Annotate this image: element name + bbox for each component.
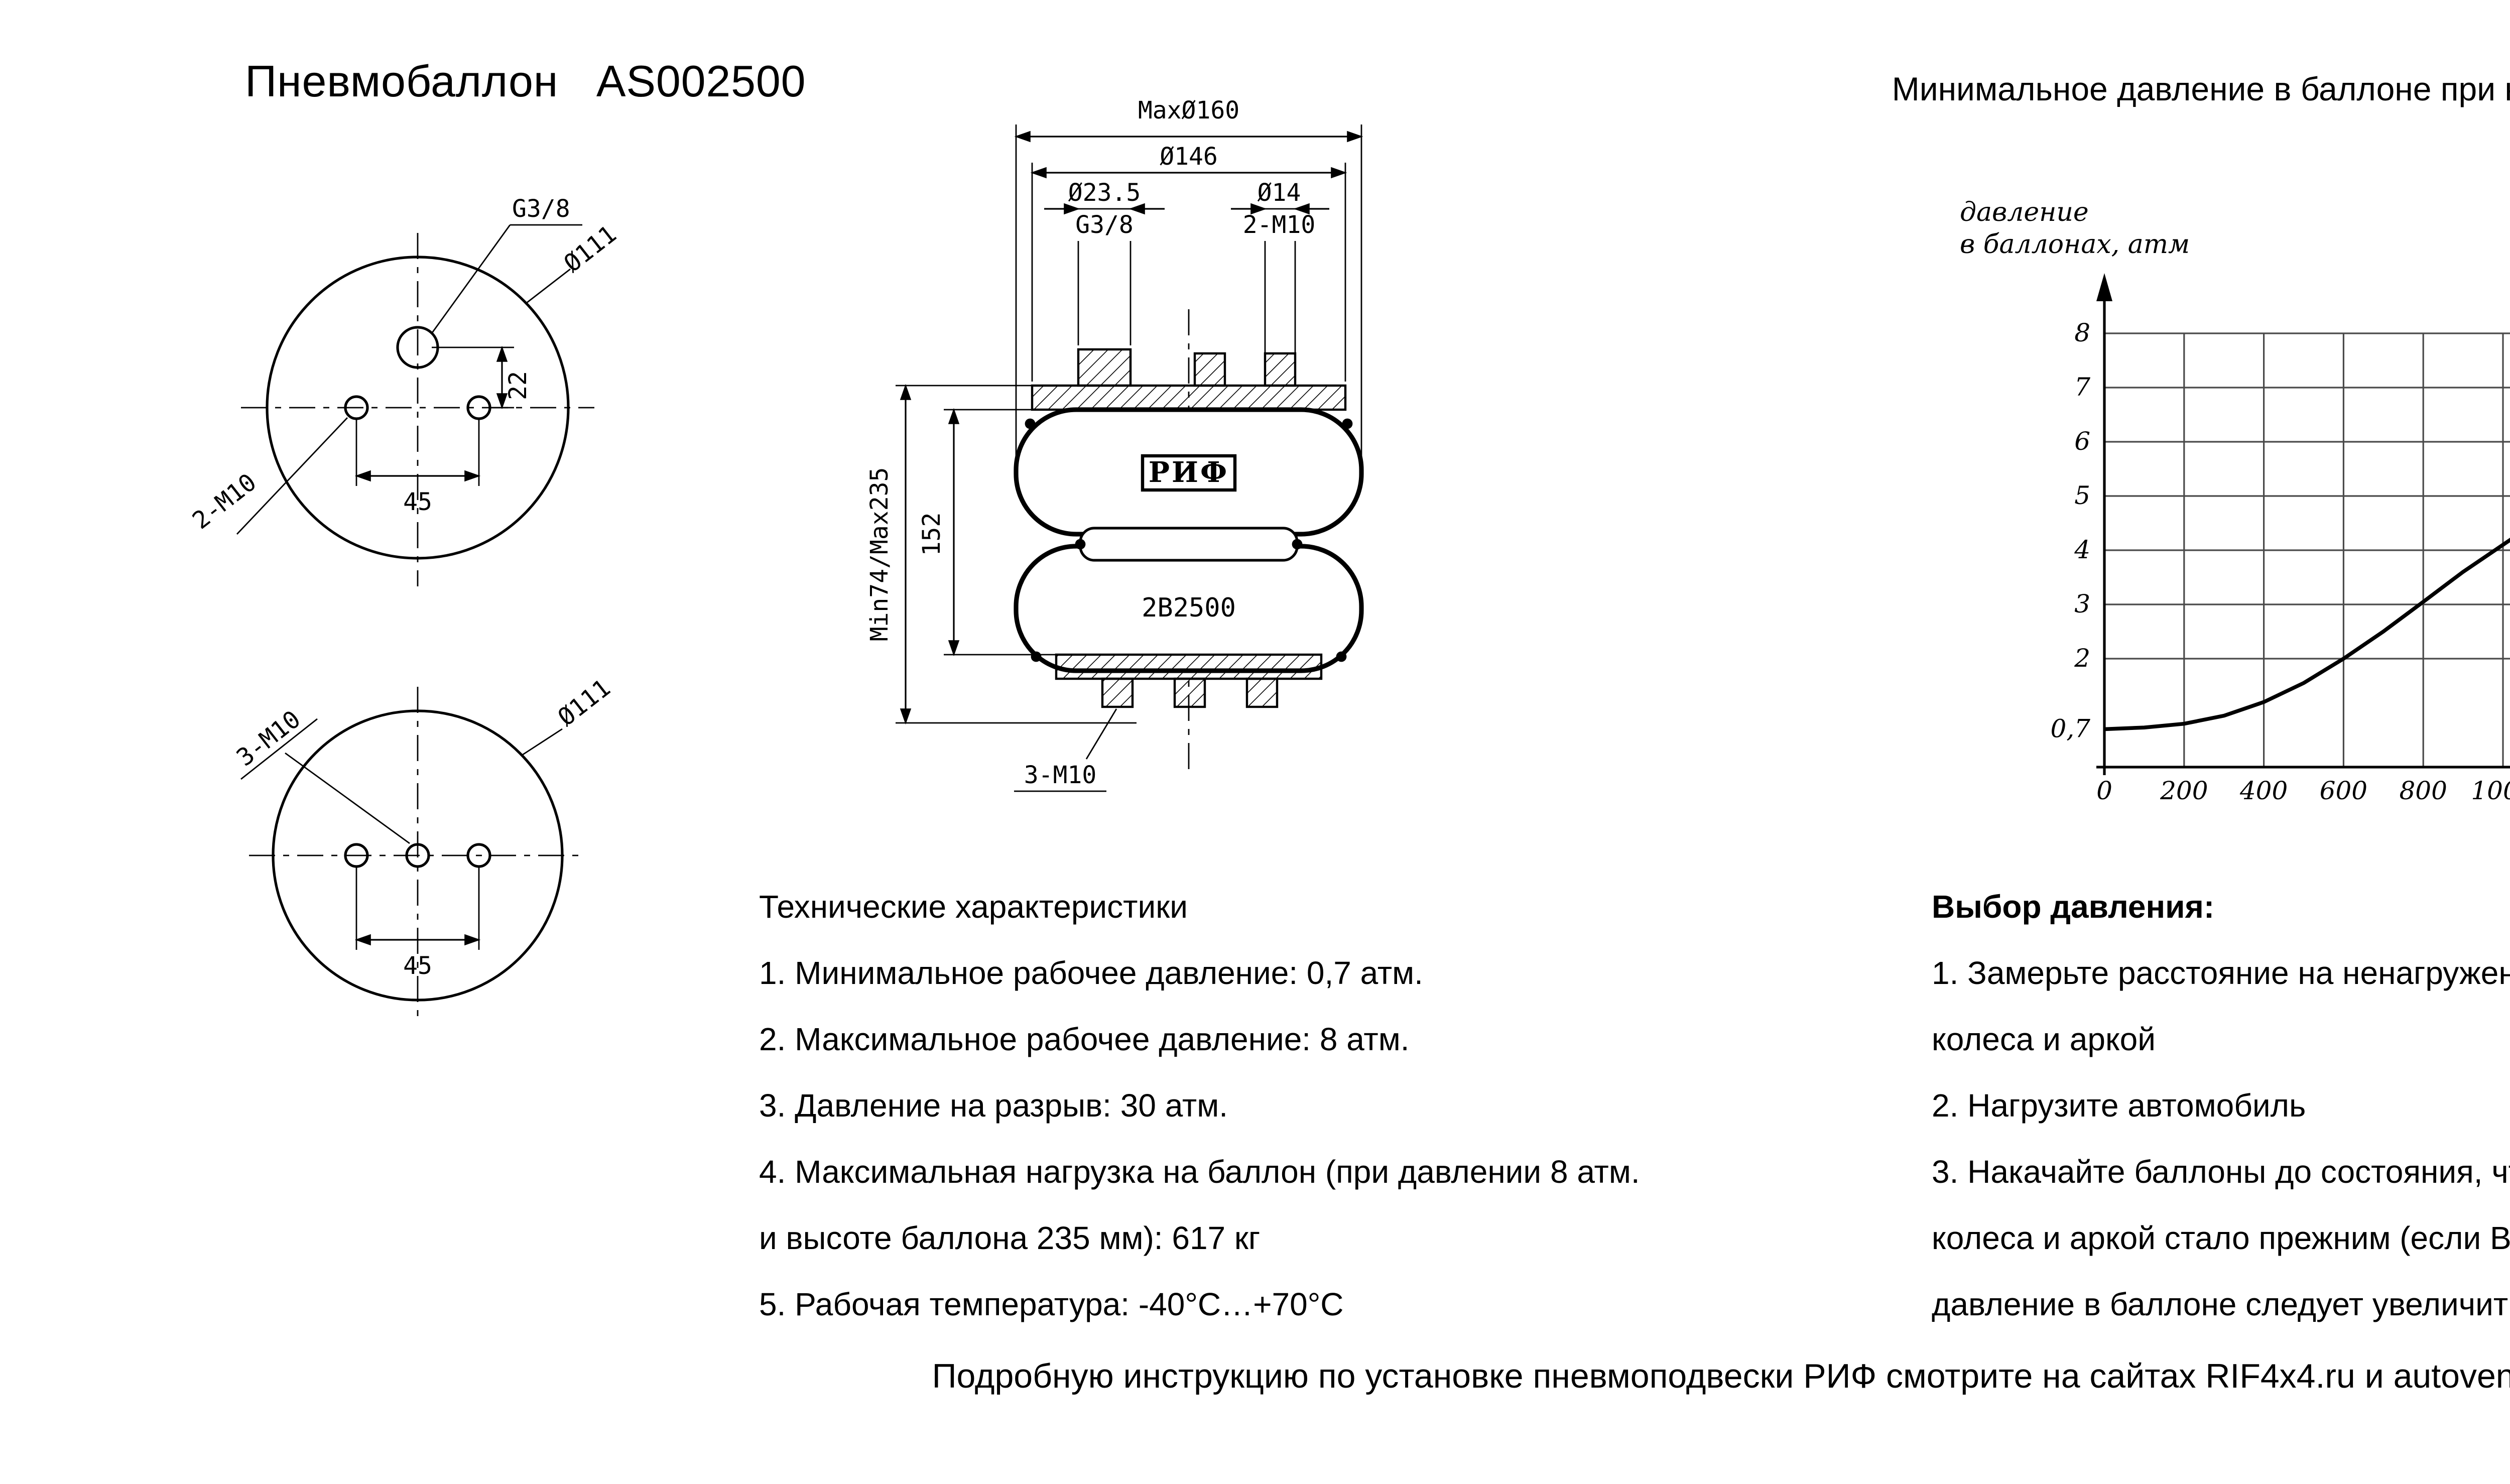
y-tick-label: 7 xyxy=(2074,373,2090,402)
pressure-curve xyxy=(2104,538,2510,731)
dimension-lines xyxy=(240,718,563,950)
top-stud xyxy=(1193,352,1226,387)
page-title: Пневмобаллон AS002500 xyxy=(245,56,806,106)
spec-item: 1. Минимальное рабочее давление: 0,7 атм… xyxy=(759,958,1423,992)
label-top-studs: 2-М10 xyxy=(1243,211,1316,239)
y-tick-label: 8 xyxy=(2074,318,2090,347)
guide-item: 2. Нагрузите автомобиль xyxy=(1932,1090,2306,1125)
x-tick-label: 800 xyxy=(2399,776,2447,805)
stud-hole xyxy=(344,395,369,420)
label-stud-holes: 2-М10 xyxy=(187,468,262,535)
label-stud-holes: 3-М10 xyxy=(231,705,306,772)
label-height-range: Min74/Max235 xyxy=(865,467,894,642)
centerlines xyxy=(241,233,594,586)
y-axis-label: давление xyxy=(1960,197,2089,227)
label-flange-diameter: Ø111 xyxy=(553,674,616,731)
label-stud-diameter: Ø14 xyxy=(1258,179,1301,207)
y-axis-label: в баллонах, атм xyxy=(1960,229,2190,260)
label-dim-45: 45 xyxy=(403,952,432,980)
brand-box xyxy=(1141,454,1237,492)
air-port-stub xyxy=(1077,348,1132,387)
y-axis-arrow xyxy=(2096,273,2112,301)
specs-heading: Технические характеристики xyxy=(759,892,1188,926)
x-tick-label: 200 xyxy=(2160,776,2208,805)
label-max-diameter: MaxØ160 xyxy=(1138,96,1239,125)
bottom-stud xyxy=(1101,677,1134,708)
label-dim-22: 22 xyxy=(504,371,532,400)
label-flange-diameter: Ø111 xyxy=(559,220,622,278)
label-port-diameter: Ø23.5 xyxy=(1068,179,1141,207)
label-port-thread: G3/8 xyxy=(1075,211,1134,239)
label-diameter-146: Ø146 xyxy=(1160,143,1218,171)
stud-hole xyxy=(344,843,369,868)
y-tick-label: 5 xyxy=(2074,481,2090,510)
top-stud xyxy=(1264,352,1297,387)
top-view-drawing: G3/8 Ø111 22 45 2-М10 xyxy=(187,195,622,586)
label-height-152: 152 xyxy=(918,513,946,556)
bottom-stud xyxy=(1173,677,1206,708)
top-plate xyxy=(1031,384,1347,411)
dimension-lines xyxy=(236,224,582,535)
chart-plot-area: 02004006008001000120014001600180020000,7… xyxy=(2050,273,2510,805)
flange-outline xyxy=(266,256,570,560)
bottom-view-drawing: 3-М10 Ø111 45 xyxy=(231,674,616,1024)
model-label: 2В2500 xyxy=(1142,593,1236,623)
stud-hole xyxy=(466,843,491,868)
axis-labels: давление в баллонах, атм нагрузка на зад… xyxy=(1960,197,2190,260)
label-bottom-studs: 3-М10 xyxy=(1024,761,1097,789)
pressure-guide-block: Выбор давления: 1. Замерьте расстояние н… xyxy=(1932,876,2510,1339)
x-tick-label: 600 xyxy=(2320,776,2367,805)
bottom-plate xyxy=(1055,653,1323,680)
x-tick-label: 1000 xyxy=(2471,776,2510,805)
girdle-ring xyxy=(1079,527,1299,562)
bottom-stud xyxy=(1245,677,1279,708)
label-port-thread: G3/8 xyxy=(512,195,570,223)
brand-label: РИФ xyxy=(1149,456,1229,489)
x-tick-label: 0 xyxy=(2096,776,2112,805)
section-view-drawing: РИФ 2В2500 xyxy=(865,96,1364,792)
label-dim-45: 45 xyxy=(403,488,432,516)
y-tick-label: 3 xyxy=(2074,589,2090,619)
chart-title: Минимальное давление в баллоне при нагру… xyxy=(1892,72,2510,108)
spec-item: 3. Давление на разрыв: 30 атм. xyxy=(759,1090,1228,1125)
x-tick-label: 400 xyxy=(2239,776,2288,805)
guide-item: 1. Замерьте расстояние на ненагруженном … xyxy=(1932,958,2510,1058)
y-tick-label: 0,7 xyxy=(2050,714,2090,743)
pressure-load-chart: давление в баллонах, атм нагрузка на зад… xyxy=(1960,197,2510,805)
specs-block: Технические характеристики 1. Минимально… xyxy=(759,876,1663,1339)
spec-item: 4. Максимальная нагрузка на баллон (при … xyxy=(759,1157,1640,1257)
y-tick-label: 6 xyxy=(2074,427,2090,456)
footer-note: Подробную инструкцию по установке пневмо… xyxy=(932,1357,2510,1396)
y-tick-label: 2 xyxy=(2074,644,2090,673)
air-spring-body: РИФ 2В2500 xyxy=(1014,348,1364,708)
dimension-lines xyxy=(896,125,1363,792)
guide-item: 3. Накачайте баллоны до состояния, чтобы… xyxy=(1932,1157,2510,1323)
spec-item: 2. Максимальное рабочее давление: 8 атм. xyxy=(759,1024,1410,1058)
guide-heading: Выбор давления: xyxy=(1932,892,2215,926)
stud-hole xyxy=(405,843,430,868)
flange-outline xyxy=(272,709,564,1002)
y-tick-label: 4 xyxy=(2074,535,2090,564)
spec-item: 5. Рабочая температура: -40°С…+70°С xyxy=(759,1289,1344,1323)
centerlines xyxy=(249,687,586,1024)
